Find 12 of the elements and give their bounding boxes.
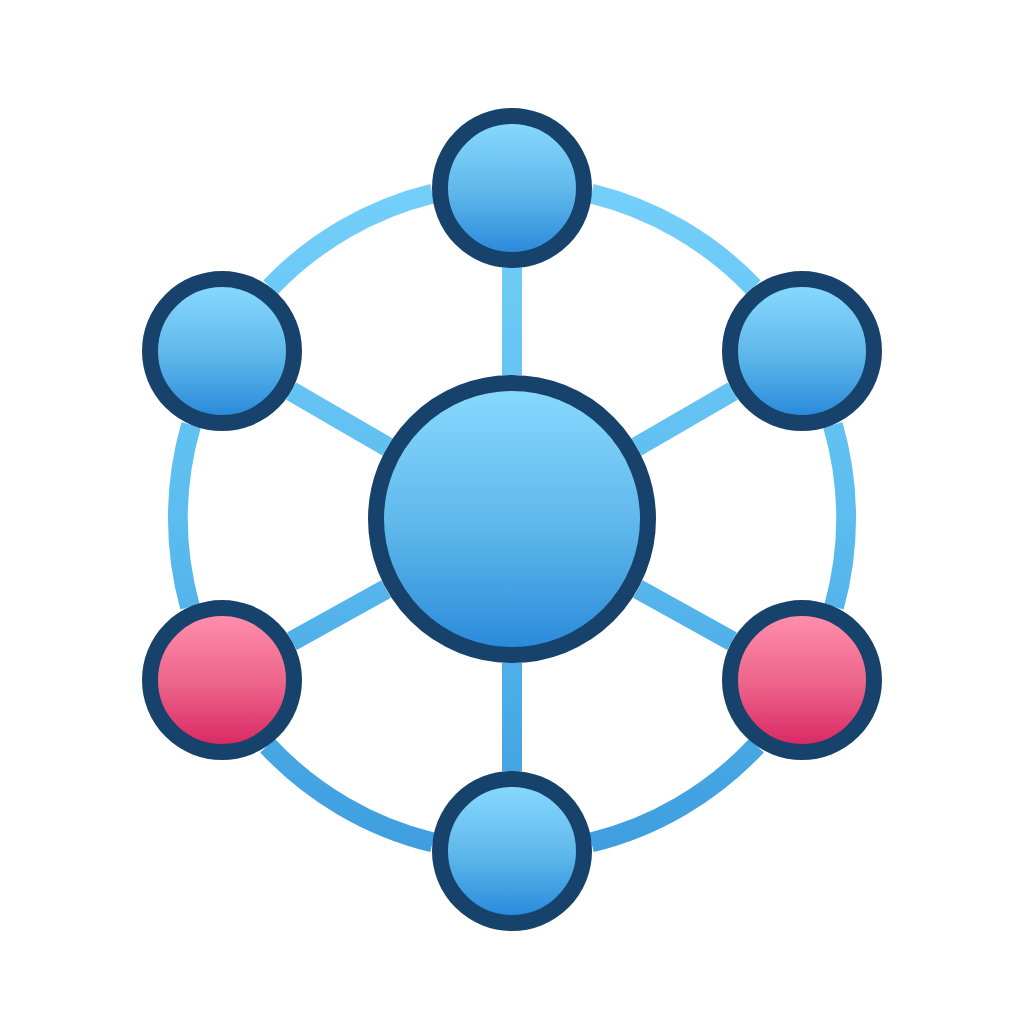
connector-line xyxy=(633,580,737,650)
connector-line xyxy=(502,268,522,375)
connector-line xyxy=(263,184,436,295)
connector-line xyxy=(823,422,856,610)
connector-line xyxy=(260,738,436,852)
connector-line xyxy=(502,663,522,771)
connector-line xyxy=(631,382,738,456)
connector-line xyxy=(588,738,764,852)
connector-line xyxy=(588,184,761,295)
connector-line xyxy=(287,580,391,650)
connector-line xyxy=(286,382,393,456)
connector-line xyxy=(168,422,201,610)
